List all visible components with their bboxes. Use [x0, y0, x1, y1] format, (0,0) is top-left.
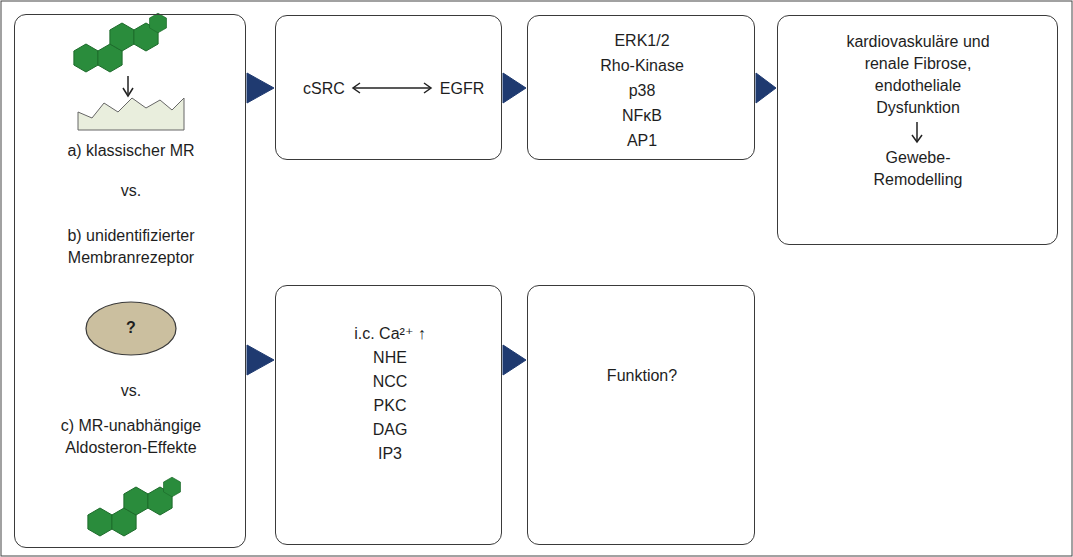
node-text: c) MR-unabhängige Aldosteron-Effekte	[26, 415, 236, 459]
arrowhead	[424, 83, 431, 93]
node-text: vs.	[121, 180, 141, 202]
double-arrow	[353, 83, 431, 93]
ellipse-shape	[86, 302, 176, 355]
process-box: ERK1/2Rho-Kinase p38NFκB AP1	[527, 15, 755, 160]
node-text: IP3	[378, 443, 402, 465]
process-box: cSRC EGFR	[275, 15, 502, 160]
node-text: NCC	[373, 371, 408, 393]
arrow-shaft	[354, 87, 430, 89]
node-text: PKC	[374, 395, 407, 417]
steroid-ring	[88, 508, 112, 536]
flow-arrow	[756, 73, 776, 103]
arrowhead	[912, 135, 922, 142]
process-box: Funktion?	[527, 285, 755, 545]
process-box: kardiovaskuläre und renale Fibrose, endo…	[777, 15, 1058, 245]
steroid-ring	[150, 13, 167, 33]
node-text: i.c. Ca²⁺ ↑	[354, 323, 426, 345]
steroid-ring	[110, 23, 134, 51]
process-box: a) klassischer MR vs. b) unidentifizierter…	[14, 14, 246, 548]
node-text: cSRC	[303, 78, 345, 100]
steroid-ring	[124, 487, 148, 515]
node-text: vs.	[121, 380, 141, 402]
node-text: EGFR	[440, 78, 484, 100]
arrowhead	[353, 83, 360, 93]
node-text: Gewebe- Remodelling	[862, 147, 974, 191]
receptor-symbol	[78, 98, 184, 130]
aldosterone-molecule	[74, 13, 167, 72]
node-text: AP1	[627, 130, 657, 152]
binding-arrowhead	[123, 88, 133, 96]
aldosterone-molecule	[88, 477, 181, 536]
flow-arrow	[503, 345, 526, 375]
node-text: b) unidentifizierter Membranrezeptor	[26, 225, 236, 269]
node-text: NFκB	[622, 105, 662, 127]
binding-arrow	[127, 76, 129, 94]
node-text: ?	[126, 317, 136, 339]
node-text: kardiovaskuläre und renale Fibrose, endo…	[843, 31, 993, 119]
node-text: NHE	[373, 347, 407, 369]
node-text: p38	[629, 80, 656, 102]
flow-arrow	[247, 73, 274, 103]
node-text: Funktion?	[607, 365, 677, 387]
node-text: ERK1/2	[614, 30, 669, 52]
node-text: DAG	[373, 419, 408, 441]
receptor-ellipse: ?	[85, 301, 177, 356]
steroid-ring	[164, 477, 181, 497]
flow-arrow	[247, 345, 274, 375]
node-text: Rho-Kinase	[600, 55, 684, 77]
steroid-ring	[74, 44, 98, 72]
down-arrow	[912, 122, 922, 142]
process-box: i.c. Ca²⁺ ↑NHENCCPKCDAGIP3	[275, 285, 502, 545]
flow-arrow	[503, 73, 526, 103]
node-text: a) klassischer MR	[67, 140, 194, 162]
arrow-shaft	[916, 122, 918, 141]
